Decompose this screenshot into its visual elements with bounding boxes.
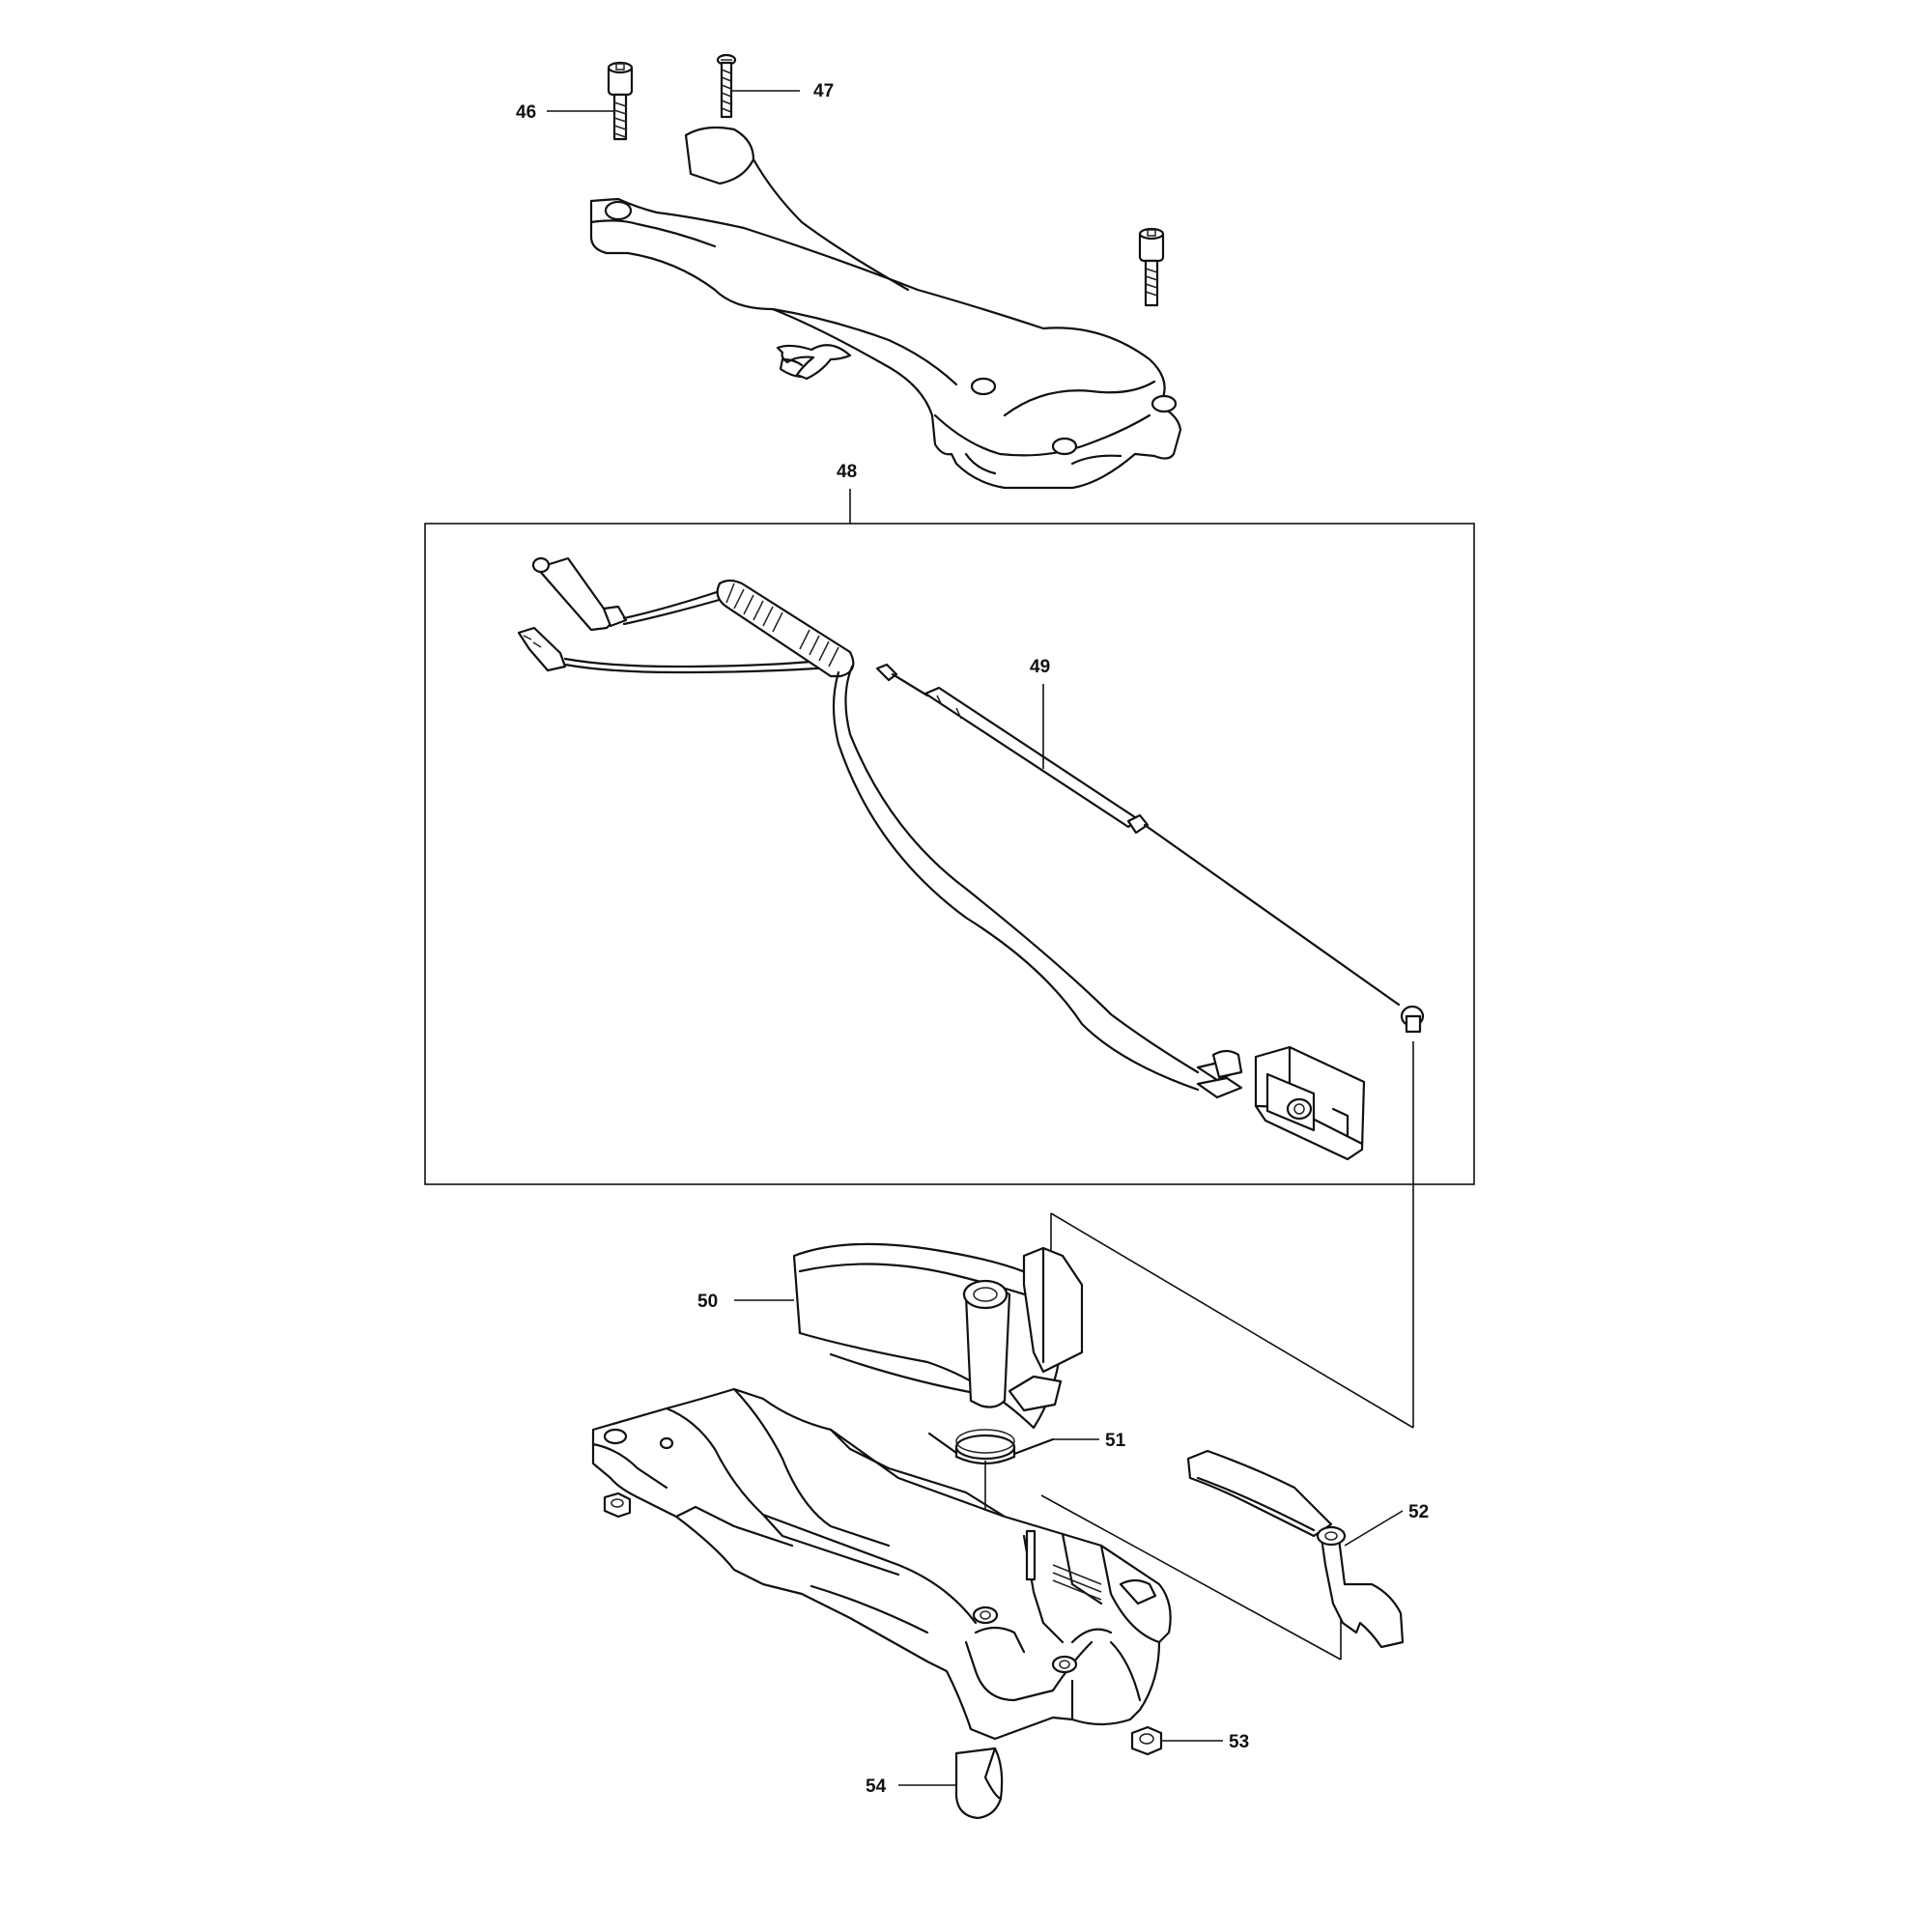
wire-harness: [517, 556, 1243, 1099]
callout-53: 53: [1229, 1732, 1249, 1752]
callout-49: 49: [1030, 657, 1050, 677]
throttle-grip-50: [792, 1242, 1084, 1430]
upper-handle-housing: [589, 126, 1182, 490]
lower-handle-housing: [591, 1387, 1172, 1741]
leader-52: [1344, 1510, 1404, 1547]
callout-46: 46: [516, 102, 536, 123]
callout-54: 54: [866, 1776, 887, 1797]
callout-48: 48: [837, 462, 857, 482]
callout-52: 52: [1408, 1502, 1429, 1522]
callout-50: 50: [697, 1292, 718, 1312]
screw-46: [607, 61, 634, 141]
throttle-cable-49: [875, 663, 1425, 1034]
nut-53: [1130, 1725, 1163, 1756]
screw-47: [716, 53, 737, 119]
spring-51: [927, 1429, 1055, 1465]
lock-button-54: [954, 1747, 1004, 1820]
nut-left: [603, 1492, 632, 1519]
callout-47: 47: [813, 81, 834, 101]
right-screw: [1138, 227, 1165, 307]
assembly-48-frame: [424, 523, 1475, 1185]
callout-51: 51: [1105, 1431, 1126, 1451]
stop-switch: [1254, 1045, 1366, 1161]
throttle-lever-52: [1186, 1449, 1405, 1649]
